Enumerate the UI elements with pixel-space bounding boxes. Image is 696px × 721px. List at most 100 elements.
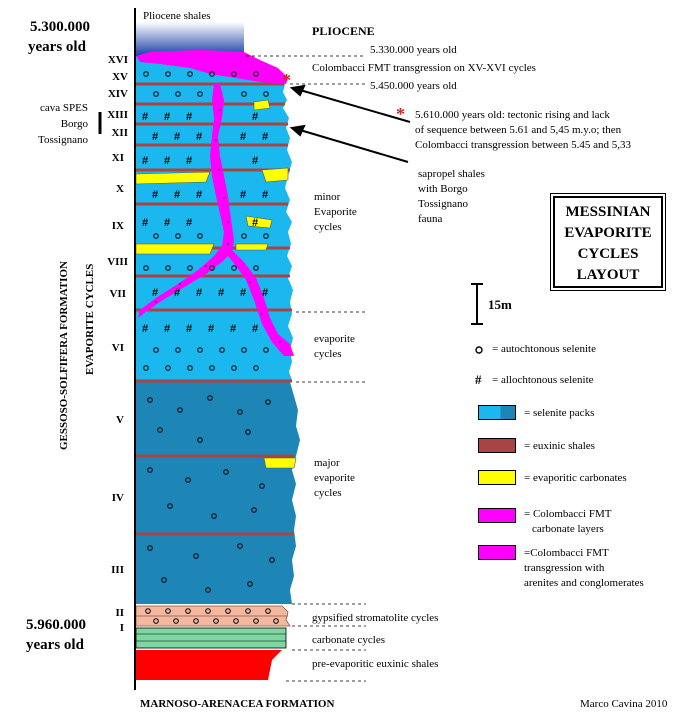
selenite-circle	[187, 365, 193, 371]
selenite-circle	[245, 608, 251, 614]
selenite-circle	[259, 483, 265, 489]
evap-line-1: evaporite	[314, 333, 355, 345]
selenite-hash: #	[186, 323, 192, 335]
major-line-1: major	[314, 457, 340, 469]
selenite-circle	[167, 503, 173, 509]
top-age-unit: years old	[28, 39, 86, 55]
selenite-circle	[207, 395, 213, 401]
selenite-circle	[209, 71, 215, 77]
asterisk-marker: *	[282, 70, 291, 90]
selenite-circle	[253, 265, 259, 271]
selenite-circle	[265, 399, 271, 405]
legend-colombacci: = Colombacci FMT carbonate layers	[524, 507, 611, 537]
selenite-circle	[263, 91, 269, 97]
pliocene-shales-layer	[136, 22, 244, 56]
selenite-hash: #	[186, 155, 192, 167]
selenite-circle	[197, 233, 203, 239]
asterisk-marker: *	[396, 104, 405, 124]
cycle-label: IV	[111, 492, 124, 504]
site-label-line-1: cava SPES	[40, 102, 88, 114]
annotation-sapropel: sapropel shales with Borgo Tossignano fa…	[418, 167, 485, 227]
legend-carbonates: = evaporitic carbonates	[524, 472, 627, 484]
selenite-hash: #	[252, 217, 258, 229]
selenite-circle	[211, 513, 217, 519]
selenite-circle	[185, 608, 191, 614]
selenite-hash: #	[164, 155, 170, 167]
selenite-hash: #	[174, 189, 180, 201]
legend-carbonates-swatch	[478, 470, 516, 485]
evap-line-2: cycles	[314, 348, 342, 360]
colombacci-transgression	[136, 50, 288, 84]
selenite-hash: #	[196, 189, 202, 201]
pliocene-shales-label: Pliocene shales	[143, 10, 211, 22]
selenite-circle	[153, 347, 159, 353]
selenite-hash: #	[186, 217, 192, 229]
selenite-circle	[145, 608, 151, 614]
selenite-circle	[205, 587, 211, 593]
selenite-circle	[205, 608, 211, 614]
selenite-circle	[153, 233, 159, 239]
selenite-circle	[225, 608, 231, 614]
preevaporitic-layer	[136, 650, 282, 680]
major-line-3: cycles	[314, 487, 342, 499]
selenite-circle	[143, 365, 149, 371]
selenite-circle	[231, 71, 237, 77]
selenite-hash: #	[152, 189, 158, 201]
cycle-label: I	[119, 622, 124, 634]
selenite-circle	[161, 577, 167, 583]
selenite-hash: #	[164, 217, 170, 229]
selenite-circle	[265, 608, 271, 614]
selenite-circle	[193, 553, 199, 559]
site-label-line-3: Tossignano	[38, 134, 88, 146]
selenite-circle	[273, 618, 279, 624]
selenite-circle	[253, 365, 259, 371]
minor-cycles-label: minor Evaporite cycles	[314, 190, 357, 235]
sapropel-line-4: fauna	[418, 213, 443, 225]
selenite-circle	[147, 467, 153, 473]
selenite-circle	[147, 397, 153, 403]
annotation-5450: 5.450.000 years old	[370, 80, 457, 92]
cycle-label: XVI	[107, 54, 128, 66]
selenite-circle	[263, 233, 269, 239]
selenite-hash: #	[262, 189, 268, 201]
selenite-circle	[231, 365, 237, 371]
legend-selenite-swatch	[478, 405, 516, 420]
selenite-circle	[237, 543, 243, 549]
selenite-circle	[237, 409, 243, 415]
legend-transgression: =Colombacci FMT transgression with areni…	[524, 546, 644, 591]
selenite-hash: #	[196, 131, 202, 143]
cycle-label: X	[116, 183, 124, 195]
minor-line-1: minor	[314, 191, 341, 203]
sapropel-line-3: Tossignano	[418, 198, 468, 210]
selenite-circle	[213, 618, 219, 624]
selenite-circle	[209, 365, 215, 371]
cycle-label: III	[111, 564, 124, 576]
selenite-circle	[269, 557, 275, 563]
formation-vertical-label: GESSOSO-SOLFIFERA FORMATION	[58, 261, 70, 450]
selenite-hash: #	[186, 111, 192, 123]
selenite-circle	[153, 91, 159, 97]
selenite-hash: #	[152, 131, 158, 143]
selenite-hash: #	[208, 323, 214, 335]
legend-allochtonous: = allochtonous selenite	[492, 374, 594, 386]
cycle-label: XIV	[107, 88, 128, 100]
selenite-hash: #	[142, 111, 148, 123]
cycle-label: IX	[111, 220, 124, 232]
annotation-5610-line-3: Colombacci transgression between 5.45 an…	[415, 139, 631, 151]
cycle-label: VIII	[107, 256, 128, 268]
selenite-circle	[197, 91, 203, 97]
selenite-hash: #	[262, 131, 268, 143]
legend-transgression-swatch	[478, 545, 516, 560]
major-cycles-layer	[136, 382, 300, 604]
title-line-3: CYCLES	[577, 246, 639, 262]
selenite-hash: #	[240, 287, 246, 299]
evaporitic-carbonates	[135, 99, 297, 469]
selenite-circle	[157, 427, 163, 433]
selenite-circle	[253, 71, 259, 77]
selenite-hash: #	[252, 111, 258, 123]
legend-circle-symbol	[475, 346, 483, 354]
sapropel-line-1: sapropel shales	[418, 168, 485, 180]
colombacci-vein	[138, 84, 294, 356]
selenite-circle	[173, 618, 179, 624]
cycle-label: VII	[109, 288, 126, 300]
